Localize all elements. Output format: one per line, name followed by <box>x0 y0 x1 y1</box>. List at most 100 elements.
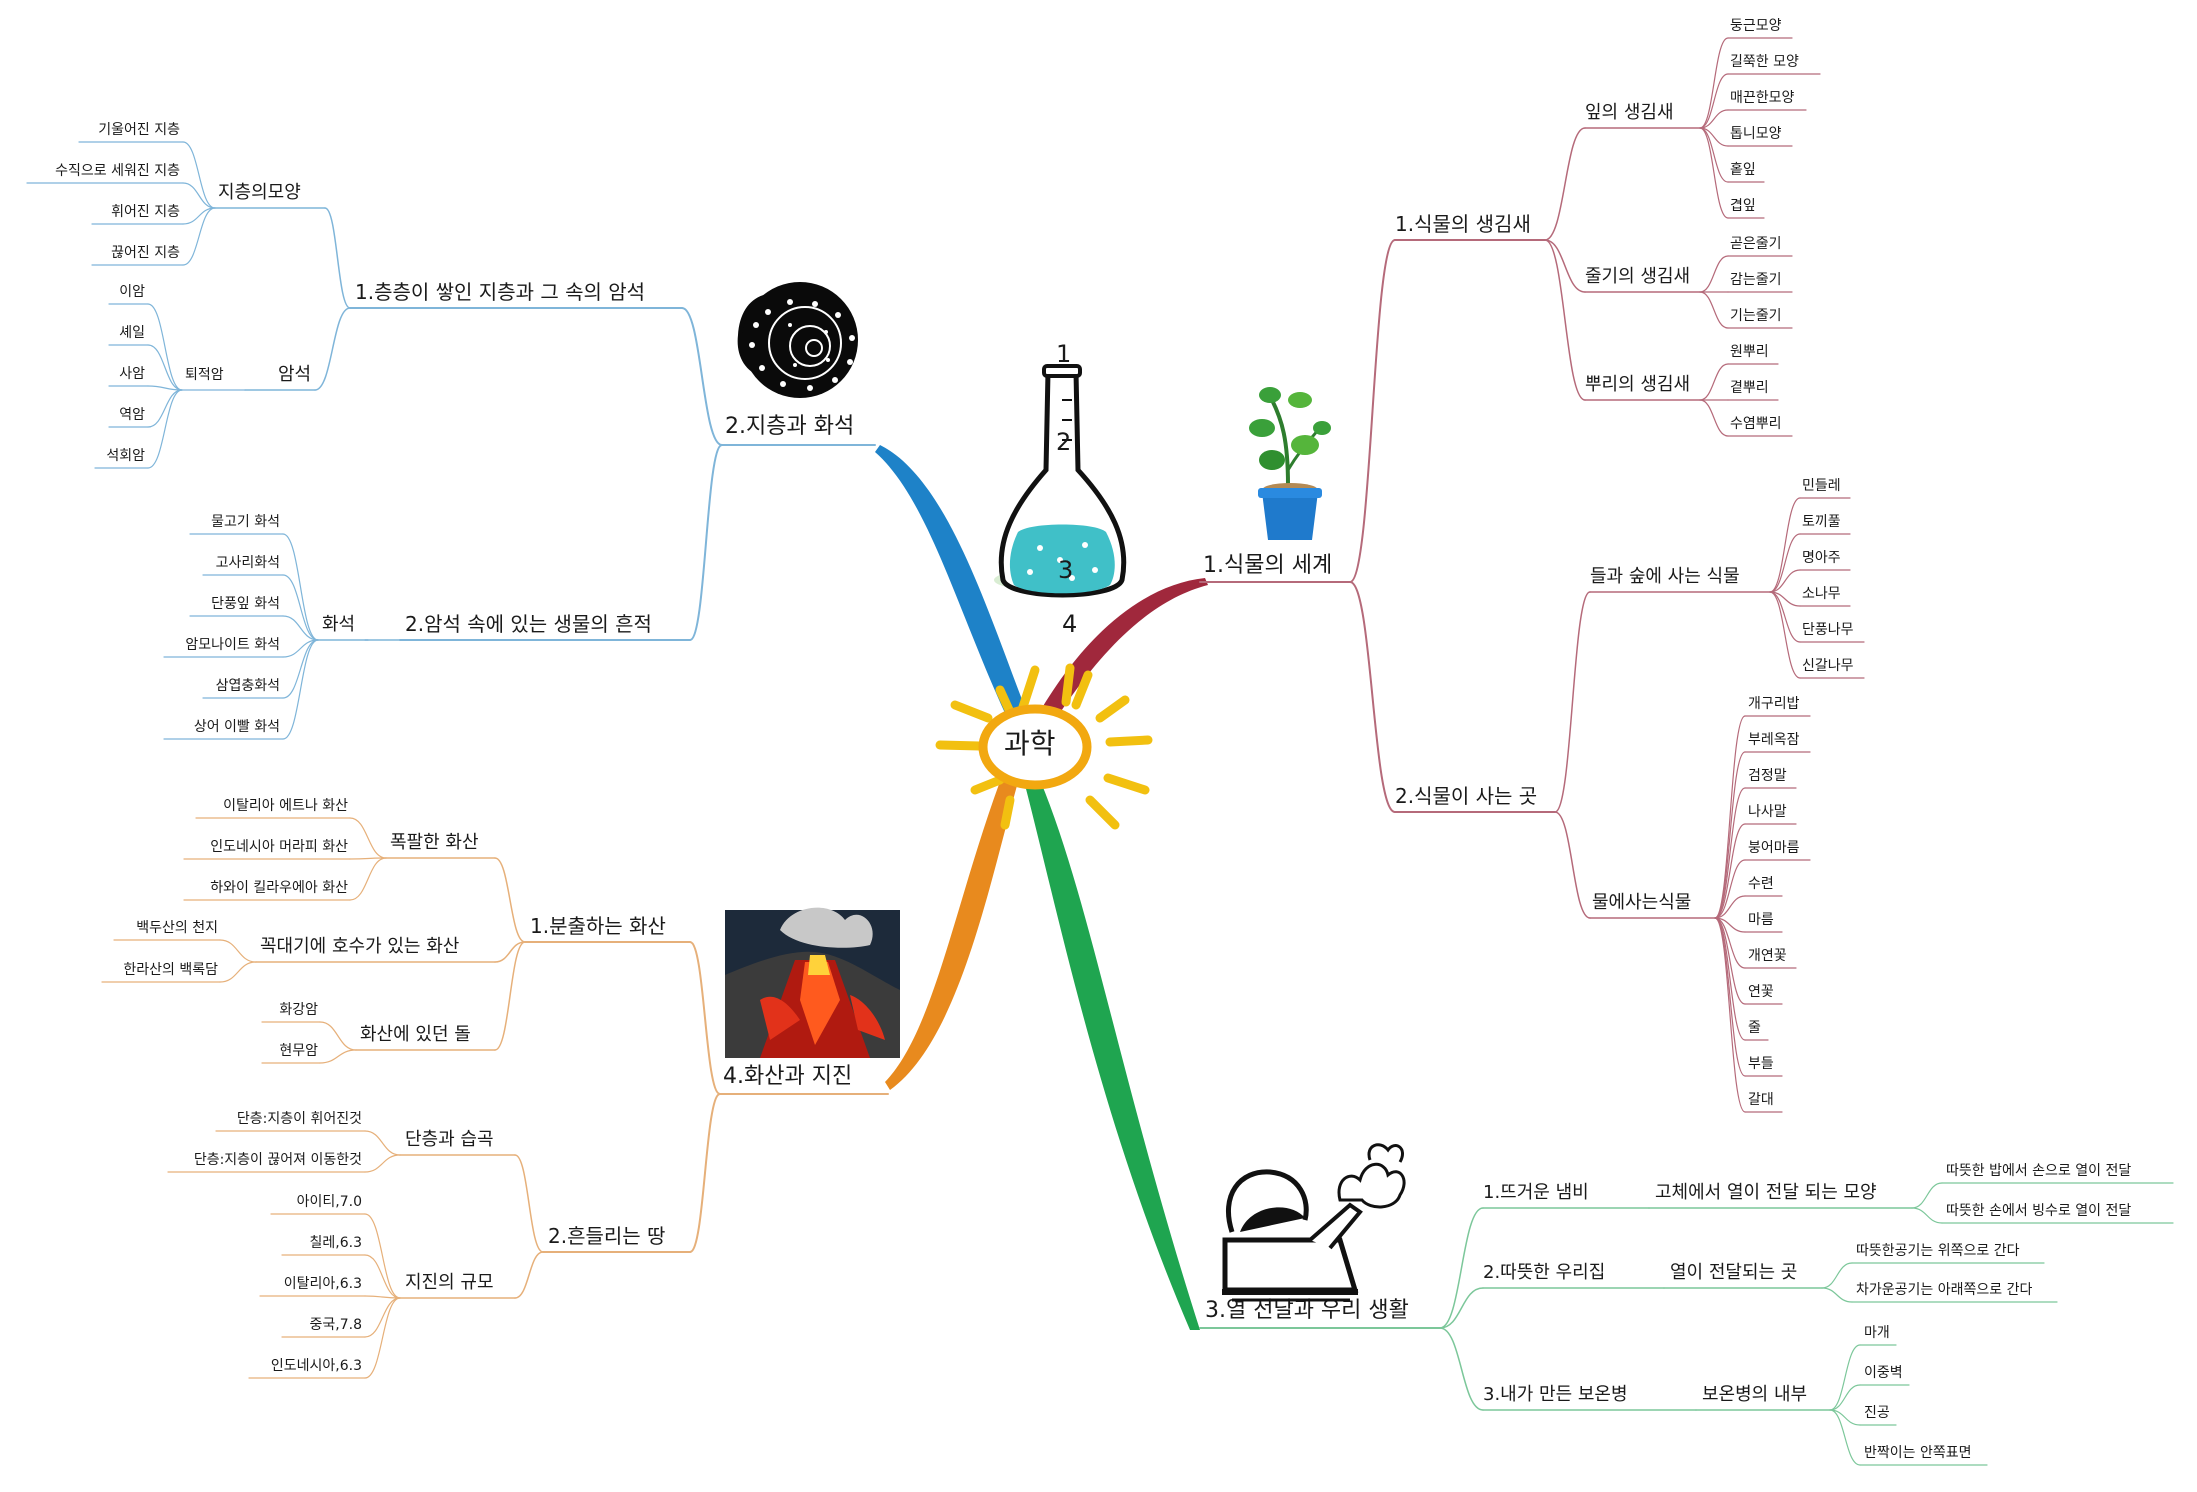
heat-s1-item[interactable]: 따뜻한 손에서 빙수로 열이 전달 <box>1946 1203 2132 1219</box>
volcano-erupt-item[interactable]: 하와이 킬라우에아 화산 <box>210 880 348 896</box>
earth-rock-item[interactable]: 이암 <box>119 284 145 300</box>
plants-field-item[interactable]: 민들레 <box>1802 478 1841 494</box>
earth-shape-item[interactable]: 휘어진 지층 <box>111 204 180 220</box>
plants-root-item[interactable]: 수염뿌리 <box>1730 416 1782 432</box>
plants-s2-label[interactable]: 2.식물이 사는 곳 <box>1395 784 1538 808</box>
plants-field-item[interactable]: 단풍나무 <box>1802 622 1854 638</box>
earth-rock-sub-label[interactable]: 퇴적암 <box>185 367 224 383</box>
volcano-fault-item[interactable]: 단층:지층이 휘어진것 <box>236 1111 362 1127</box>
heat-s2-label[interactable]: 2.따뜻한 우리집 <box>1483 1262 1606 1283</box>
plants-field-item[interactable]: 명아주 <box>1802 550 1841 566</box>
plants-field-label[interactable]: 들과 숲에 사는 식물 <box>1590 566 1740 587</box>
branch-earth-label[interactable]: 2.지층과 화석 <box>725 414 855 439</box>
heat-s1-sub-label[interactable]: 고체에서 열이 전달 되는 모양 <box>1655 1182 1877 1203</box>
volcano-erupt-label[interactable]: 폭팔한 화산 <box>390 832 479 853</box>
plants-stem-item[interactable]: 감는줄기 <box>1730 272 1782 288</box>
plants-leaf-item[interactable]: 겹잎 <box>1730 198 1756 214</box>
volcano-fault-label[interactable]: 단층과 습곡 <box>405 1129 494 1150</box>
plants-water-item[interactable]: 개연꽃 <box>1748 948 1787 964</box>
center-topic[interactable]: 과학 <box>1004 727 1056 760</box>
earth-fossil-item[interactable]: 암모나이트 화석 <box>185 637 280 653</box>
plants-leaf-item[interactable]: 톱니모양 <box>1730 126 1782 142</box>
earth-rock-label[interactable]: 암석 <box>278 364 312 385</box>
heat-s2-item[interactable]: 차가운공기는 아래쪽으로 간다 <box>1856 1282 2033 1298</box>
plants-leaf-item[interactable]: 매끈한모양 <box>1730 90 1795 106</box>
volcano-s1-label[interactable]: 1.분출하는 화산 <box>530 914 666 938</box>
heat-s3-label[interactable]: 3.내가 만든 보온병 <box>1483 1384 1628 1405</box>
plants-water-item[interactable]: 연꽃 <box>1748 984 1774 1000</box>
volcano-erupt-item[interactable]: 이탈리아 에트나 화산 <box>223 798 348 814</box>
plants-water-item[interactable]: 검정말 <box>1748 768 1787 784</box>
earth-rock-item[interactable]: 석회암 <box>106 448 145 464</box>
plants-leaf-label[interactable]: 잎의 생김새 <box>1585 102 1674 123</box>
heat-s3-sub-label[interactable]: 보온병의 내부 <box>1702 1384 1808 1405</box>
volcano-stone-item[interactable]: 화강암 <box>279 1002 318 1018</box>
plants-stem-item[interactable]: 곧은줄기 <box>1730 236 1782 252</box>
earth-fossil-item[interactable]: 상어 이빨 화석 <box>193 719 280 735</box>
heat-s2-item[interactable]: 따뜻한공기는 위쪽으로 간다 <box>1856 1243 2020 1259</box>
connector <box>1699 127 1729 183</box>
volcano-lake-label[interactable]: 꼭대기에 호수가 있는 화산 <box>260 936 460 957</box>
earth-rock-item[interactable]: 역암 <box>119 407 145 423</box>
plants-leaf-item[interactable]: 둥근모양 <box>1730 18 1782 34</box>
earth-fossil-item[interactable]: 단풍잎 화석 <box>211 596 280 612</box>
plants-root-item[interactable]: 곁뿌리 <box>1730 380 1769 396</box>
heat-s2-sub-label[interactable]: 열이 전달되는 곳 <box>1670 1262 1798 1283</box>
branch-plants-label[interactable]: 1.식물의 세계 <box>1203 553 1333 578</box>
plants-water-item[interactable]: 줄 <box>1748 1020 1761 1036</box>
earth-rock-item[interactable]: 셰일 <box>119 325 145 341</box>
branch-volcano-label[interactable]: 4.화산과 지진 <box>723 1064 853 1089</box>
plants-water-item[interactable]: 수련 <box>1748 876 1774 892</box>
plants-root-label[interactable]: 뿌리의 생김새 <box>1585 374 1691 395</box>
plants-water-item[interactable]: 개구리밥 <box>1748 696 1800 712</box>
volcano-stone-item[interactable]: 현무암 <box>279 1043 318 1059</box>
volcano-lake-item[interactable]: 한라산의 백록담 <box>123 962 218 978</box>
earth-shape-item[interactable]: 끊어진 지층 <box>111 245 180 261</box>
plants-stem-item[interactable]: 기는줄기 <box>1730 308 1782 324</box>
heat-s3-item[interactable]: 진공 <box>1864 1405 1890 1421</box>
earth-shape-item[interactable]: 수직으로 세워진 지층 <box>55 163 180 179</box>
plants-field-item[interactable]: 신갈나무 <box>1802 658 1854 674</box>
plants-s1-label[interactable]: 1.식물의 생김새 <box>1395 212 1531 236</box>
plants-root-item[interactable]: 원뿌리 <box>1730 344 1769 360</box>
earth-fossil-label[interactable]: 화석 <box>322 614 356 635</box>
plants-field-item[interactable]: 소나무 <box>1802 586 1841 602</box>
plants-water-item[interactable]: 나사말 <box>1748 804 1787 820</box>
heat-s3-item[interactable]: 마개 <box>1864 1325 1890 1341</box>
heat-s1-label[interactable]: 1.뜨거운 냄비 <box>1483 1182 1589 1203</box>
heat-s1-item[interactable]: 따뜻한 밥에서 손으로 열이 전달 <box>1946 1163 2132 1179</box>
volcano-s2-label[interactable]: 2.흔들리는 땅 <box>548 1224 666 1248</box>
plants-water-label[interactable]: 물에사는식물 <box>1592 892 1692 913</box>
heat-s3-item[interactable]: 반짝이는 안쪽표면 <box>1864 1445 1972 1461</box>
volcano-erupt-item[interactable]: 인도네시아 머라피 화산 <box>210 839 348 855</box>
volcano-stone-label[interactable]: 화산에 있던 돌 <box>360 1024 471 1045</box>
plants-water-item[interactable]: 마름 <box>1748 912 1774 928</box>
plants-water-item[interactable]: 붕어마름 <box>1748 840 1800 856</box>
volcano-scale-item[interactable]: 이탈리아,6.3 <box>283 1276 362 1292</box>
volcano-scale-item[interactable]: 중국,7.8 <box>309 1317 362 1333</box>
earth-s1-label[interactable]: 1.층층이 쌓인 지층과 그 속의 암석 <box>355 280 646 304</box>
connector <box>1714 787 1746 919</box>
volcano-scale-item[interactable]: 칠레,6.3 <box>309 1235 362 1251</box>
plants-leaf-item[interactable]: 홑잎 <box>1730 162 1756 178</box>
earth-fossil-item[interactable]: 고사리화석 <box>215 555 280 571</box>
earth-fossil-item[interactable]: 물고기 화석 <box>211 514 280 530</box>
volcano-scale-label[interactable]: 지진의 규모 <box>405 1272 494 1293</box>
plants-water-item[interactable]: 부레옥잠 <box>1748 732 1800 748</box>
plants-water-item[interactable]: 갈대 <box>1748 1092 1774 1108</box>
earth-s2-label[interactable]: 2.암석 속에 있는 생물의 흔적 <box>405 612 652 636</box>
volcano-scale-item[interactable]: 인도네시아,6.3 <box>270 1358 362 1374</box>
heat-s3-item[interactable]: 이중벽 <box>1864 1365 1903 1381</box>
plants-field-item[interactable]: 토끼풀 <box>1802 514 1841 530</box>
earth-fossil-item[interactable]: 삼엽충화석 <box>215 678 280 694</box>
plants-stem-label[interactable]: 줄기의 생김새 <box>1585 266 1691 287</box>
plants-water-item[interactable]: 부들 <box>1748 1056 1774 1072</box>
volcano-fault-item[interactable]: 단층:지층이 끊어져 이동한것 <box>193 1152 362 1168</box>
volcano-scale-item[interactable]: 아이티,7.0 <box>296 1194 362 1210</box>
earth-shape-label[interactable]: 지층의모양 <box>218 182 301 203</box>
earth-shape-item[interactable]: 기울어진 지층 <box>98 122 180 138</box>
plants-leaf-item[interactable]: 길쭉한 모양 <box>1730 54 1799 70</box>
earth-rock-item[interactable]: 사암 <box>119 366 145 382</box>
volcano-lake-item[interactable]: 백두산의 천지 <box>136 920 218 936</box>
branch-heat-label[interactable]: 3.열 전달과 우리 생활 <box>1205 1298 1409 1323</box>
